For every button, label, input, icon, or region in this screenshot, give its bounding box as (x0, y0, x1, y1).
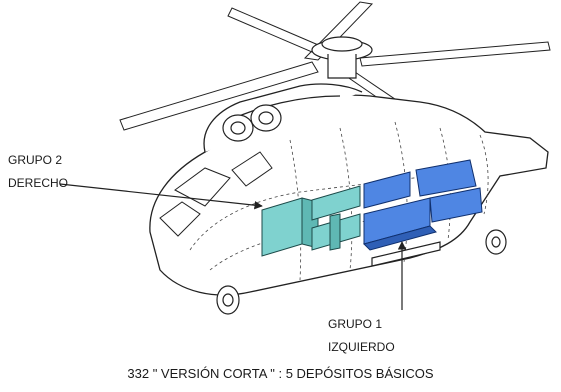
group-2-label-line-1: GRUPO 2 (8, 153, 63, 167)
rotor-hub-icon (311, 36, 373, 79)
diagram-caption: 332 " VERSIÓN CORTA " : 5 DEPÓSITOS BÁSI… (127, 366, 434, 381)
cockpit-windows (159, 151, 273, 237)
fuel-tank-group-2 (261, 185, 361, 257)
exhaust-pipes (222, 104, 282, 142)
arrow-group-2 (59, 183, 263, 210)
fuel-tank-group-1 (363, 159, 483, 251)
landing-gear (216, 229, 507, 315)
group-2-label-line-2: DERECHO (8, 176, 69, 190)
group-1-label-line-2: IZQUIERDO (328, 340, 395, 354)
group-1-label-line-1: GRUPO 1 (328, 317, 383, 331)
